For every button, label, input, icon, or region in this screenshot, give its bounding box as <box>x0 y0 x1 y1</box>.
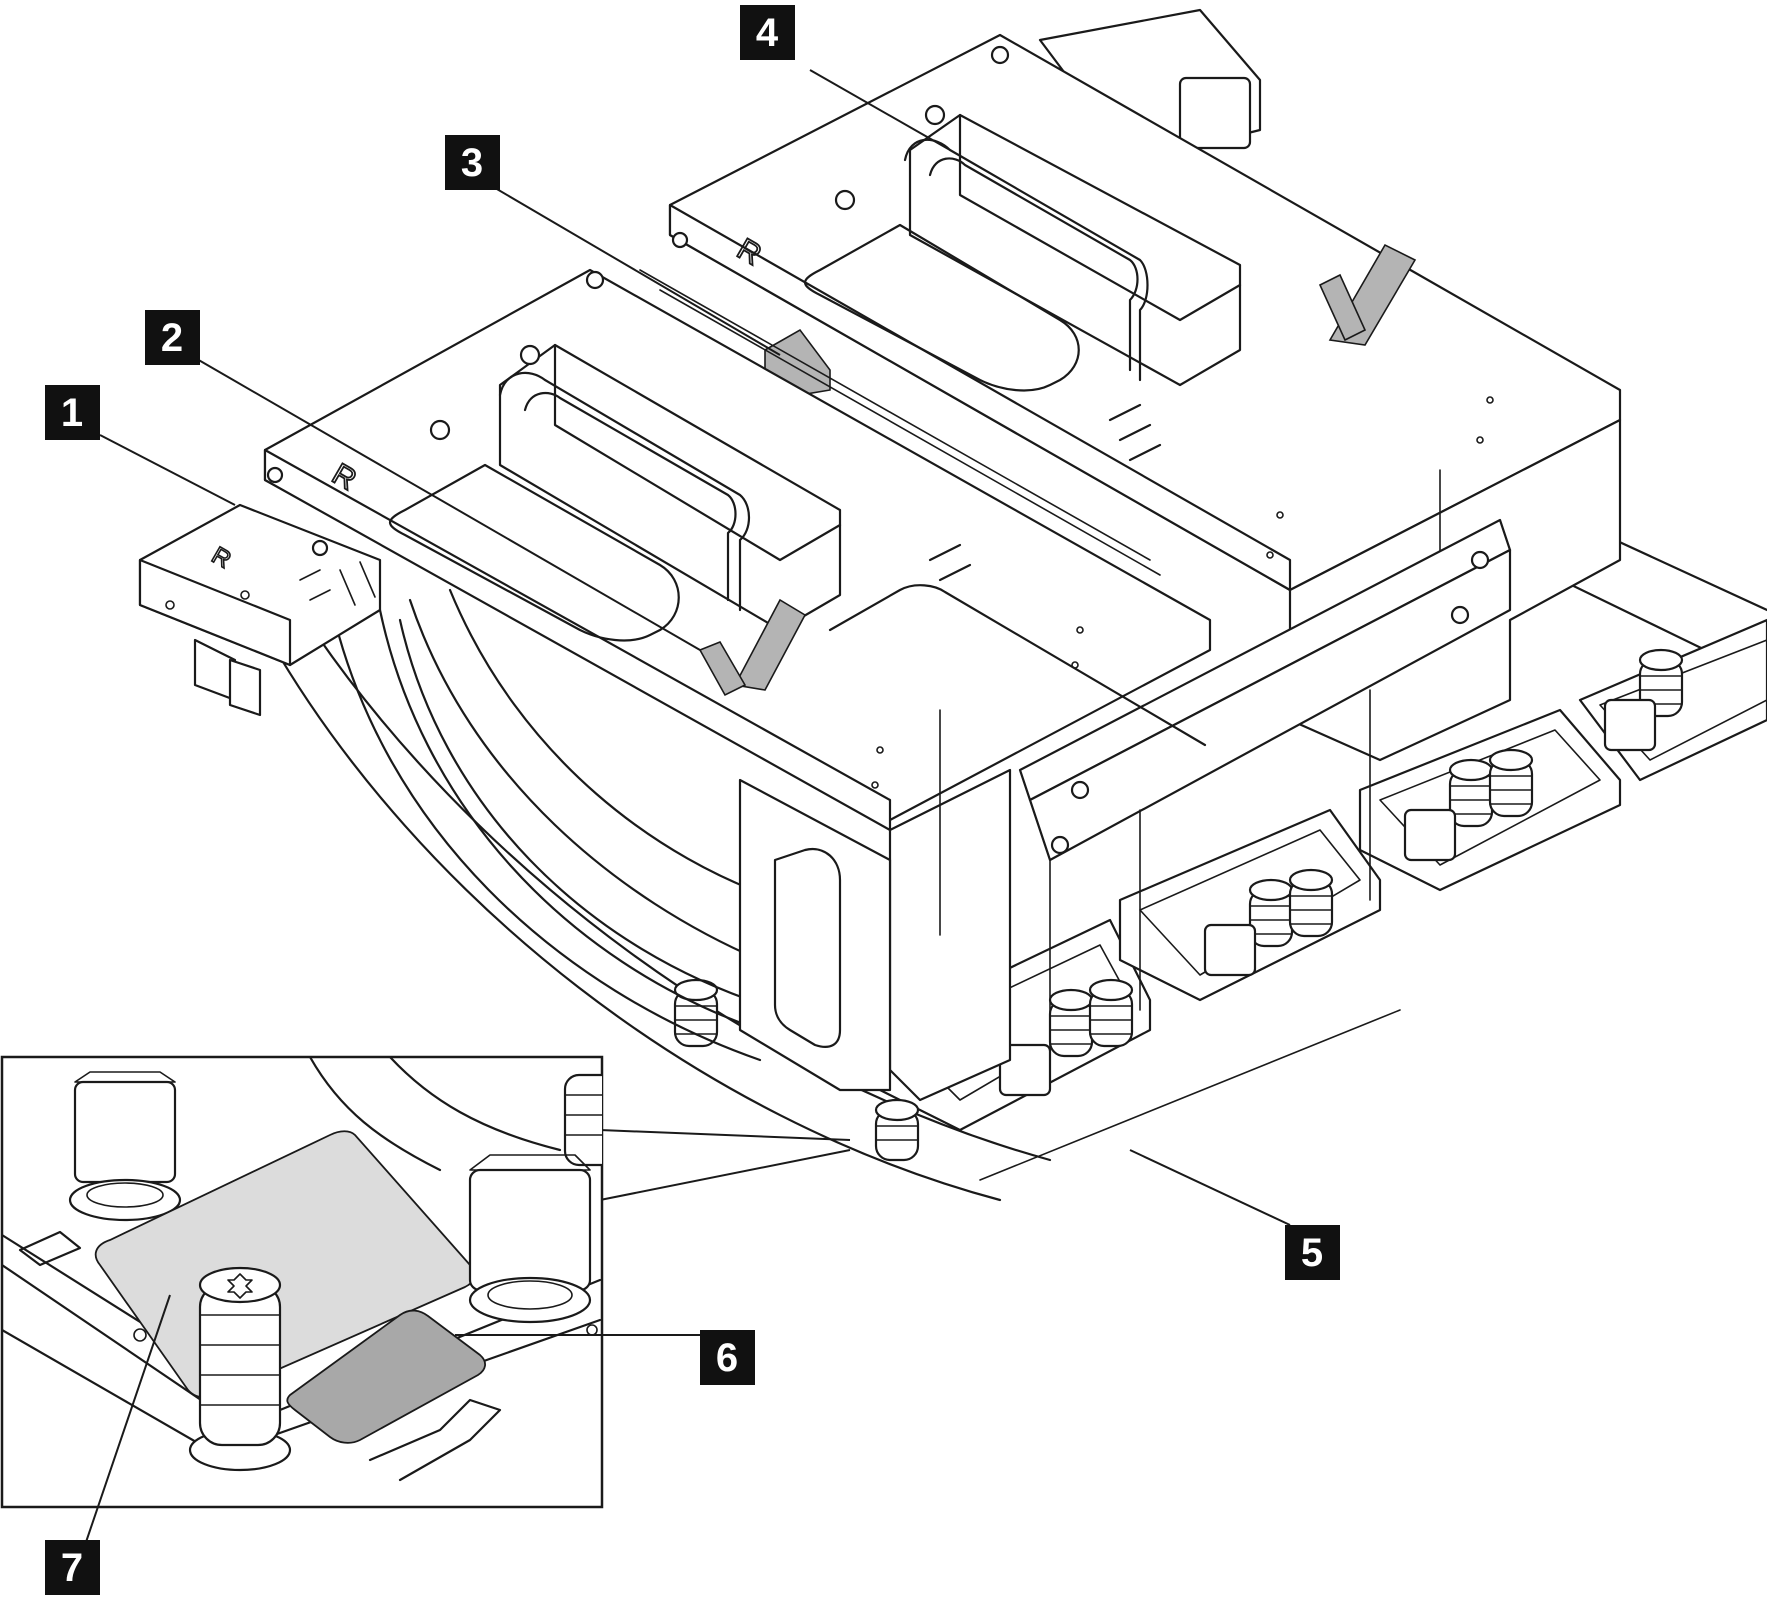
inset-detail <box>0 1055 604 1509</box>
anti-tilt-nut <box>1403 808 1457 862</box>
callout-leaders <box>84 69 1291 1546</box>
screw-stack <box>1088 978 1134 1048</box>
heatsink-screws <box>673 648 1684 1162</box>
callout-1: 1 <box>45 385 100 440</box>
callout-4-label: 4 <box>756 11 779 55</box>
screw-stack <box>1448 758 1494 828</box>
anti-tilt-nut <box>998 1043 1052 1097</box>
screw-stack <box>673 978 719 1048</box>
callout-2: 2 <box>145 310 200 365</box>
callout-1-label: 1 <box>61 391 83 435</box>
callout-5: 5 <box>1285 1225 1340 1280</box>
callout-3: 3 <box>445 135 500 190</box>
callout-6-label: 6 <box>716 1336 738 1380</box>
callout-2-label: 2 <box>161 316 183 360</box>
screw-stack <box>1488 748 1534 818</box>
callout-3-label: 3 <box>461 141 483 185</box>
callout-7: 7 <box>45 1540 100 1595</box>
screw-stack <box>1288 868 1334 938</box>
zoom-leaders <box>599 1129 851 1201</box>
callout-4: 4 <box>740 5 795 60</box>
callout-6: 6 <box>700 1330 755 1385</box>
anti-tilt-nut <box>1603 698 1657 752</box>
callout-7-label: 7 <box>61 1546 83 1590</box>
riser-bracket-left: R <box>138 503 382 717</box>
riser-cage-middle <box>639 269 1512 1061</box>
riser-cables <box>328 588 782 1062</box>
screw-stack <box>874 1098 920 1162</box>
riser-cage-front: R <box>263 268 1212 1102</box>
screw-stack <box>1248 878 1294 948</box>
screw-stack <box>1048 988 1094 1058</box>
callout-5-label: 5 <box>1301 1231 1323 1275</box>
anti-tilt-nut <box>1203 923 1257 977</box>
